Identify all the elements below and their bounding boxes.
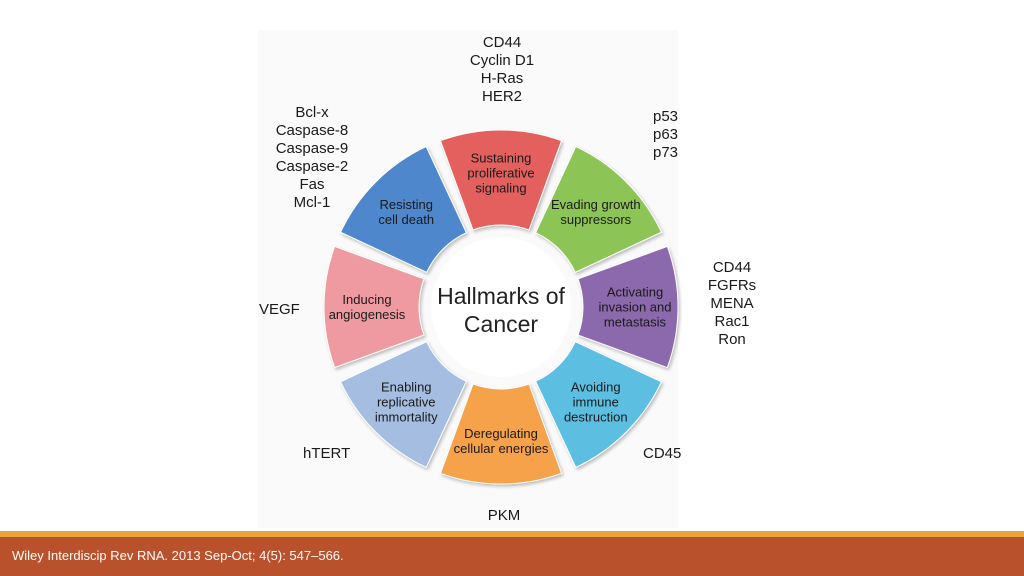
segment-shape (534, 340, 663, 469)
segment-label-line: Evading growth (551, 197, 641, 212)
segment-label-line: cell death (378, 212, 434, 227)
markers-growth-suppressors: p53 p63 p73 (653, 108, 678, 162)
segment-shape (577, 245, 679, 369)
marker-text: Rac1 (714, 313, 750, 330)
marker-text: Bcl-x (295, 104, 329, 121)
citation-text: Wiley Interdiscip Rev RNA. 2013 Sep-Oct;… (12, 548, 344, 563)
marker-text: H-Ras (480, 70, 524, 87)
markers-angiogenesis: VEGF (259, 301, 300, 319)
segment-label-line: replicative (377, 394, 436, 409)
center-layer: Hallmarks of Cancer (431, 237, 571, 377)
marker-text: Caspase-9 (275, 140, 349, 157)
footer-bar: Wiley Interdiscip Rev RNA. 2013 Sep-Oct;… (0, 537, 1024, 576)
marker-text: Ron (718, 331, 746, 348)
marker-text: p63 (653, 126, 679, 143)
segment-label-line: cellular energies (454, 441, 549, 456)
markers-cell-death: Bcl-x Caspase-8 Caspase-9 Caspase-2 Fas … (262, 104, 362, 212)
marker-text: VEGF (259, 301, 300, 318)
segment-label-line: Sustaining (471, 151, 532, 166)
marker-text: Mcl-1 (293, 194, 331, 211)
segment-label-line: proliferative (467, 166, 534, 181)
segment-label-line: Activating (607, 285, 663, 300)
segment-shape (534, 145, 663, 274)
center-title-line-1: Hallmarks of (437, 283, 565, 309)
marker-text: CD44 (482, 34, 522, 51)
segments-layer: SustainingproliferativesignalingEvading … (323, 129, 679, 485)
marker-text: MENA (710, 295, 754, 312)
marker-text: HER2 (481, 88, 522, 105)
segment-label-line: destruction (564, 409, 628, 424)
marker-text: p73 (653, 144, 679, 161)
segment-shape (439, 383, 563, 485)
segment-label-line: signaling (475, 181, 526, 196)
segment-label-line: Deregulating (464, 426, 538, 441)
segment-label-line: immune (573, 394, 619, 409)
segment-label-line: Resisting (380, 197, 433, 212)
marker-text: CD44 (712, 259, 752, 276)
segment-shape (339, 340, 468, 469)
marker-text: Cyclin D1 (469, 52, 535, 69)
markers-proliferative: CD44 Cyclin D1 H-Ras HER2 (452, 34, 552, 106)
markers-invasion: CD44 FGFRs MENA Rac1 Ron (700, 259, 764, 349)
marker-text: p53 (653, 108, 679, 125)
marker-text: Caspase-2 (275, 158, 349, 175)
segment-label-line: invasion and (599, 300, 672, 315)
segment-label-line: angiogenesis (329, 307, 406, 322)
footer-accent-stripe (0, 531, 1024, 537)
markers-immortality: hTERT (303, 445, 350, 463)
marker-text: PKM (487, 507, 521, 524)
segment-label-line: suppressors (560, 212, 631, 227)
marker-text: FGFRs (707, 277, 757, 294)
segment-shape (339, 145, 468, 274)
segment-label-line: Enabling (381, 379, 432, 394)
segment-shape (439, 129, 563, 231)
segment-label-line: immortality (375, 409, 438, 424)
segment-shape (323, 245, 425, 369)
marker-text: CD45 (643, 445, 682, 462)
markers-immune: CD45 (643, 445, 681, 463)
marker-text: Caspase-8 (275, 122, 349, 139)
marker-text: Fas (299, 176, 325, 193)
center-circle (431, 237, 571, 377)
segment-label-line: Inducing (342, 292, 391, 307)
markers-energies: PKM (474, 507, 534, 525)
segment-label-line: metastasis (604, 315, 667, 330)
marker-text: hTERT (303, 445, 351, 462)
segment-label-line: Avoiding (571, 379, 621, 394)
center-title-line-2: Cancer (464, 311, 538, 337)
